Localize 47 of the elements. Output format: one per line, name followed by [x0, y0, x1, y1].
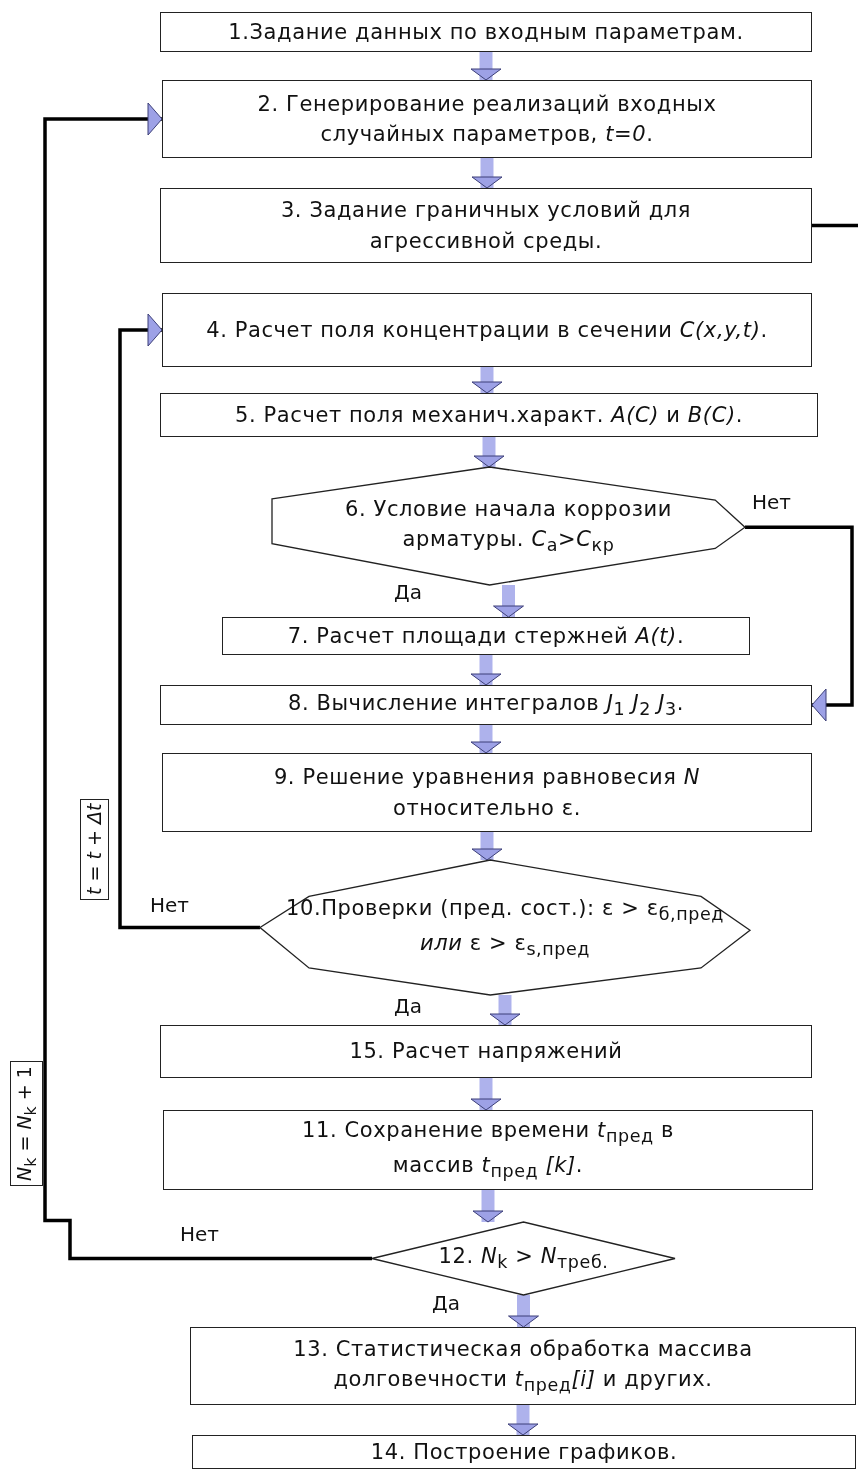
block-arrow	[472, 1190, 504, 1223]
step-text: 11. Сохранение времени t$_{пред}$ в массив t$_{пред}$ [k].	[301, 1117, 675, 1184]
block-arrow	[508, 1295, 539, 1328]
process-box	[192, 1435, 856, 1469]
block-arrow	[489, 995, 521, 1026]
step-text: 9. Решение уравнения равновесия N относительно ε.	[272, 764, 702, 822]
decision-hexagon	[260, 860, 750, 995]
step-text: 12. N$_{k}$ > N$_{треб.}$	[438, 1243, 609, 1275]
step-text: 7. Расчет площади стержней A(t).	[287, 622, 685, 650]
process-box	[160, 12, 812, 52]
block-arrow	[470, 725, 502, 754]
step-text: 8. Вычисление интегралов J$_{1}$ J$_{2}$ J$_{3}$.	[287, 689, 685, 721]
process-box	[162, 293, 812, 367]
process-box	[160, 393, 818, 437]
decision-diamond	[372, 1222, 675, 1295]
step-text: 2. Генерирование реализаций входных случайных параметров, t=0.	[256, 90, 718, 148]
block-arrow	[470, 52, 502, 81]
loop-arrow	[43, 102, 372, 1261]
block-arrow	[507, 1405, 539, 1436]
process-box	[190, 1327, 856, 1405]
block-arrow	[471, 367, 503, 394]
step-text: 1.Задание данных по входным параметрам.	[228, 18, 744, 46]
process-box	[162, 80, 812, 158]
process-box	[160, 685, 812, 725]
block-arrow	[493, 585, 524, 618]
decision-hexagon	[272, 467, 745, 585]
process-box	[162, 753, 812, 832]
step-text: 3. Задание граничных условий для агрессивной среды.	[279, 197, 693, 255]
step-text: 14. Построение графиков.	[370, 1438, 678, 1466]
block-arrow	[471, 832, 503, 861]
block-arrow	[470, 655, 502, 686]
step-text: 10.Проверки (пред. сост.): ε > ε$_{б,пред}$ или ε > ε$_{s,пред}$	[284, 894, 726, 961]
process-box	[160, 1025, 812, 1078]
step-text: 13. Статистическая обработка массива долговечности t$_{пред}$[i] и других.	[292, 1335, 754, 1398]
step-text: 5. Расчет поля механич.характ. A(C) и B(C).	[235, 401, 743, 429]
counter-formula: t = t + Δt	[80, 798, 109, 900]
block-arrow	[470, 1078, 502, 1111]
process-box	[163, 1110, 813, 1190]
step-text: 6. Условие начала коррозии арматуры. C$_{а}$>C$_{кр}$	[344, 495, 673, 558]
process-box	[222, 617, 750, 655]
loop-arrow	[745, 525, 854, 722]
block-arrow	[473, 437, 505, 468]
block-arrow	[471, 158, 503, 189]
loop-arrow	[118, 313, 260, 930]
step-text: 15. Расчет напряжений	[349, 1038, 623, 1066]
process-box	[160, 188, 812, 263]
step-text: 4. Расчет поля концентрации в сечении C(x,y,t).	[206, 316, 768, 344]
